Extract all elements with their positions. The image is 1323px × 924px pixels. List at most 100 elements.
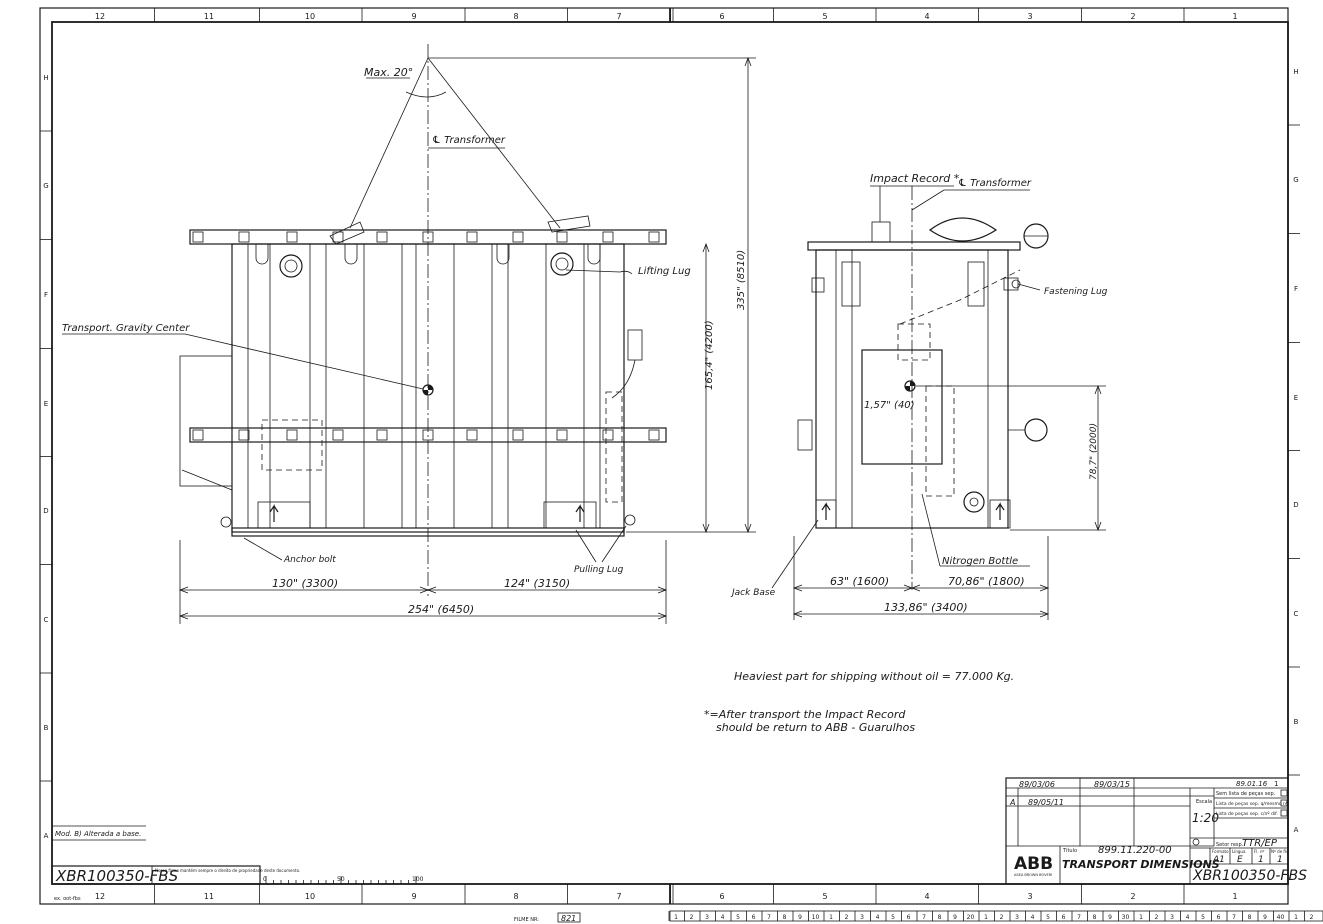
ruler-mark: 6 bbox=[907, 914, 911, 921]
ownership-note: Nosso firma mantém sempre o direito de p… bbox=[155, 868, 300, 873]
ruler-mark: 3 bbox=[705, 914, 709, 921]
ruler-mark: 8 bbox=[1248, 914, 1252, 921]
sector-value: TTR/EP bbox=[1242, 838, 1278, 849]
parts-list-option-2: Lista de peças sep. q/mesmo nº bbox=[1216, 801, 1288, 807]
ruler-mark: 8 bbox=[938, 914, 942, 921]
ruler-mark: 8 bbox=[1093, 914, 1097, 921]
scale-value: 1:20 bbox=[1192, 811, 1219, 825]
cg-height-end-label: 78,7" (2000) bbox=[1089, 423, 1099, 480]
column-bottom-5: 5 bbox=[822, 892, 827, 901]
dim-total-label: 254" (6450) bbox=[408, 603, 474, 616]
ruler-mark: 2 bbox=[690, 914, 694, 921]
sheet-frame bbox=[39, 7, 1289, 905]
column-top-4: 4 bbox=[924, 12, 929, 21]
row-right-H: H bbox=[1293, 68, 1298, 76]
max-angle-label: Max. 20° bbox=[364, 66, 413, 79]
column-top-6: 6 bbox=[719, 12, 724, 21]
sheets-caption: Nº de fls. bbox=[1271, 849, 1289, 854]
column-top-9: 9 bbox=[411, 12, 416, 21]
checkbox-list-3 bbox=[1280, 809, 1288, 817]
valve-lower bbox=[1024, 418, 1048, 442]
title-block: 89/03/06 89/03/15 A 89/05/11 Escala 1:20… bbox=[1005, 777, 1307, 885]
end-top-cover bbox=[807, 241, 1021, 251]
ruler-mark: 7 bbox=[922, 914, 926, 921]
bushing-right bbox=[547, 215, 591, 233]
column-bottom-9: 9 bbox=[411, 892, 416, 901]
fastening-lug-label: Fastening Lug bbox=[1044, 287, 1108, 297]
cover-bolts-top bbox=[192, 231, 660, 243]
ruler-mark: 4 bbox=[1186, 914, 1190, 921]
ruler-mark: 2 bbox=[845, 914, 849, 921]
language-value: E bbox=[1237, 855, 1243, 865]
ruler-mark: 20 bbox=[967, 914, 975, 921]
row-left-B: B bbox=[44, 724, 49, 732]
row-left-H: H bbox=[43, 74, 48, 82]
side-cabinet bbox=[179, 355, 233, 487]
column-bottom-10: 10 bbox=[305, 892, 315, 901]
sheet-ref: ex. oot-fbs bbox=[54, 896, 81, 902]
sector-caption: Setor resp. bbox=[1216, 842, 1244, 848]
ruler-mark: 9 bbox=[798, 914, 802, 921]
ruler-mark: 6 bbox=[752, 914, 756, 921]
film-label: FILME NR: bbox=[514, 917, 539, 923]
column-bottom-4: 4 bbox=[924, 892, 929, 901]
film-number: 821 bbox=[561, 914, 576, 923]
ruler-mark: 7 bbox=[767, 914, 771, 921]
ruler-mark: 3 bbox=[1170, 914, 1174, 921]
conservator bbox=[928, 217, 998, 242]
ruler-mark: 2 bbox=[1000, 914, 1004, 921]
row-right-C: C bbox=[1294, 610, 1299, 618]
drain-valve bbox=[963, 491, 985, 513]
column-bottom-6: 6 bbox=[719, 892, 724, 901]
lifting-lug-label: Lifting Lug bbox=[638, 266, 691, 277]
row-left-D: D bbox=[43, 507, 48, 515]
doc-number-title-block: XBR100350-FBS bbox=[1192, 868, 1307, 884]
column-top-11: 11 bbox=[204, 12, 214, 21]
ruler-mark: 6 bbox=[1217, 914, 1221, 921]
lifting-lug-right bbox=[550, 252, 574, 276]
revision-note: Mod. B) Alterada a base. bbox=[55, 830, 141, 838]
ruler-mark: 1 bbox=[1139, 914, 1143, 921]
scale-100: 100 bbox=[412, 876, 424, 883]
terminal-box-right bbox=[967, 261, 985, 307]
end-dim-total-label: 133,86" (3400) bbox=[884, 601, 968, 614]
ruler-mark: 8 bbox=[783, 914, 787, 921]
end-dim-right-label: 70,86" (1800) bbox=[948, 575, 1025, 588]
center-line-label-end: ℄ Transformer bbox=[958, 178, 1032, 189]
row-right-B: B bbox=[1294, 718, 1299, 726]
ruler-mark: 3 bbox=[1015, 914, 1019, 921]
impact-note-line1: *=After transport the Impact Record bbox=[704, 708, 906, 721]
cg-height-label: 165,4" (4200) bbox=[704, 320, 715, 390]
pulling-lug-label: Pulling Lug bbox=[574, 565, 624, 575]
checkbox-list-1 bbox=[1280, 789, 1288, 797]
scale-bar bbox=[265, 876, 417, 884]
scale-50: 50 bbox=[337, 876, 345, 883]
ruler-mark: 7 bbox=[1077, 914, 1081, 921]
row-left-G: G bbox=[43, 182, 48, 190]
jack-pad-left bbox=[257, 501, 311, 529]
revision-letter: A bbox=[1009, 798, 1015, 807]
heaviest-part-note: Heaviest part for shipping without oil =… bbox=[734, 670, 1014, 683]
base-skid bbox=[231, 527, 625, 537]
scale-0: 0 bbox=[263, 876, 267, 883]
column-top-12: 12 bbox=[95, 12, 105, 21]
parts-list-option-1: Sem lista de peças sep. bbox=[1216, 791, 1276, 797]
nitrogen-bottle-label: Nitrogen Bottle bbox=[942, 556, 1018, 567]
row-left-F: F bbox=[44, 291, 48, 299]
row-left-E: E bbox=[44, 400, 48, 408]
ruler-mark: 9 bbox=[1263, 914, 1267, 921]
checkbox-list-2 bbox=[1280, 799, 1288, 807]
revision-date: 89/05/11 bbox=[1028, 798, 1064, 807]
column-bottom-3: 3 bbox=[1027, 892, 1032, 901]
column-top-5: 5 bbox=[822, 12, 827, 21]
sheets-value: 1 bbox=[1277, 855, 1283, 865]
title-caption: Título bbox=[1062, 847, 1077, 854]
ruler-mark: 5 bbox=[1201, 914, 1205, 921]
company-subtitle: ASEA BROWN BOVERI bbox=[1014, 873, 1052, 877]
impact-record-label: Impact Record * bbox=[870, 172, 960, 185]
end-view: Impact Record * ℄ Transformer bbox=[730, 172, 1108, 620]
cg-offset-label: 1,57" (40) bbox=[864, 400, 915, 411]
